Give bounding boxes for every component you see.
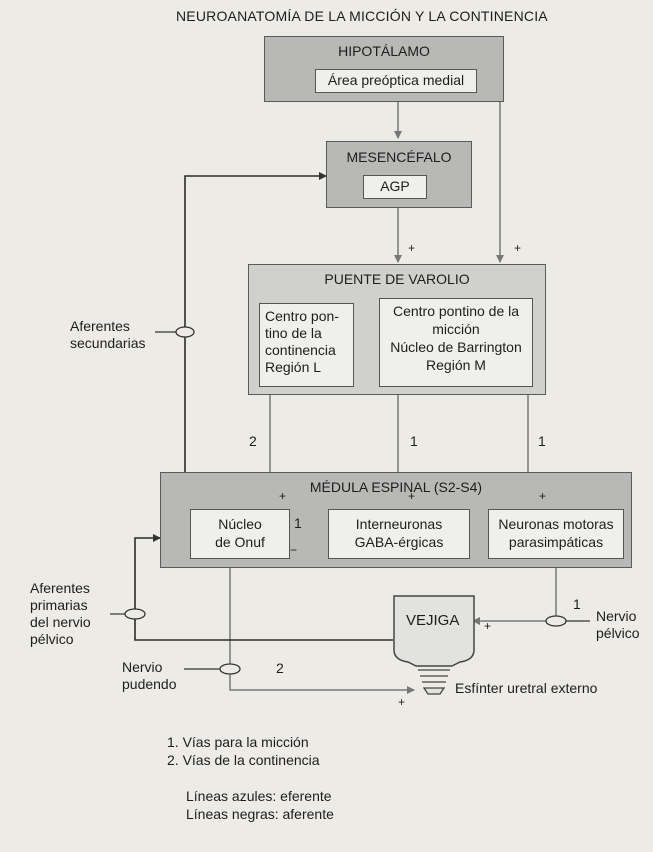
number-inter-to-onuf: 1 (294, 515, 302, 531)
legend-item-2: 2. Vías de la continencia (167, 752, 320, 768)
area-preoptica-box: Área preóptica medial (315, 69, 477, 93)
legend-black-lines: Líneas negras: aferente (186, 806, 334, 822)
onuf-box: Núcleo de Onuf (190, 509, 290, 559)
number-pudendo: 2 (276, 660, 284, 676)
motoras-to-vejiga (472, 560, 557, 625)
centro-miccion-box: Centro pontino de la micción Núcleo de B… (379, 298, 533, 387)
bladder-shape (393, 595, 475, 667)
sphincter-shape (418, 669, 450, 695)
ellipse-nervio-pudendo (219, 663, 241, 675)
interneuronas-box: Interneuronas GABA-érgicas (328, 509, 470, 559)
mesencefalo-label: MESENCÉFALO (346, 149, 452, 165)
onuf-to-esfinter (229, 560, 415, 694)
diagram-title: NEUROANATOMÍA DE LA MICCIÓN Y LA CONTINE… (176, 8, 548, 24)
mesencefalo-box: MESENCÉFALO AGP (326, 141, 472, 208)
sign-plus-interneuronas: + (408, 489, 416, 503)
ellipse-aferentes-primarias (124, 608, 146, 620)
sign-plus-esfinter: + (398, 695, 406, 709)
number-interneuronas: 1 (410, 433, 418, 449)
legend-blue-lines: Líneas azules: eferente (186, 788, 332, 804)
motoras-box: Neuronas motoras parasimpáticas (488, 509, 624, 559)
legend-item-1: 1. Vías para la micción (167, 734, 309, 750)
esfinter-label: Esfínter uretral externo (455, 680, 598, 696)
ellipse-nervio-pelvico (545, 615, 567, 627)
sign-plus-onuf: + (279, 489, 287, 503)
aferentes-secundarias-line (184, 172, 327, 472)
ellipse-aferentes-secundarias (175, 326, 195, 338)
hipotalamo-label: HIPOTÁLAMO (338, 43, 430, 59)
number-continencia: 2 (249, 433, 257, 449)
number-pelvico: 1 (573, 596, 581, 612)
medula-label: MÉDULA ESPINAL (S2-S4) (309, 479, 483, 495)
hipotalamo-box: HIPOTÁLAMO Área preóptica medial (264, 36, 504, 102)
sign-plus-motoras: + (539, 489, 547, 503)
agp-box: AGP (363, 175, 427, 199)
aferentes-secundarias-label: Aferentes secundarias (70, 318, 146, 351)
sign-plus-puente-1: + (408, 241, 416, 255)
centro-continencia-box: Centro pon- tino de la continencia Regió… (259, 303, 354, 387)
sign-plus-puente-2: + (514, 241, 522, 255)
puente-box: PUENTE DE VAROLIO Centro pon- tino de la… (248, 264, 546, 395)
nervio-pudendo-label: Nervio pudendo (122, 659, 177, 692)
vejiga-label: VEJIGA (406, 612, 460, 629)
puente-label: PUENTE DE VAROLIO (324, 271, 470, 287)
nervio-pelvico-label: Nervio pélvico (596, 608, 640, 641)
sign-plus-vejiga: + (484, 619, 492, 633)
number-motoras: 1 (538, 433, 546, 449)
aferentes-primarias-label: Aferentes primarias del nervio pélvico (30, 580, 91, 647)
sign-minus-onuf: − (290, 543, 298, 557)
aferentes-primarias-line (134, 534, 393, 641)
medula-box: MÉDULA ESPINAL (S2-S4) Núcleo de Onuf In… (160, 472, 632, 568)
